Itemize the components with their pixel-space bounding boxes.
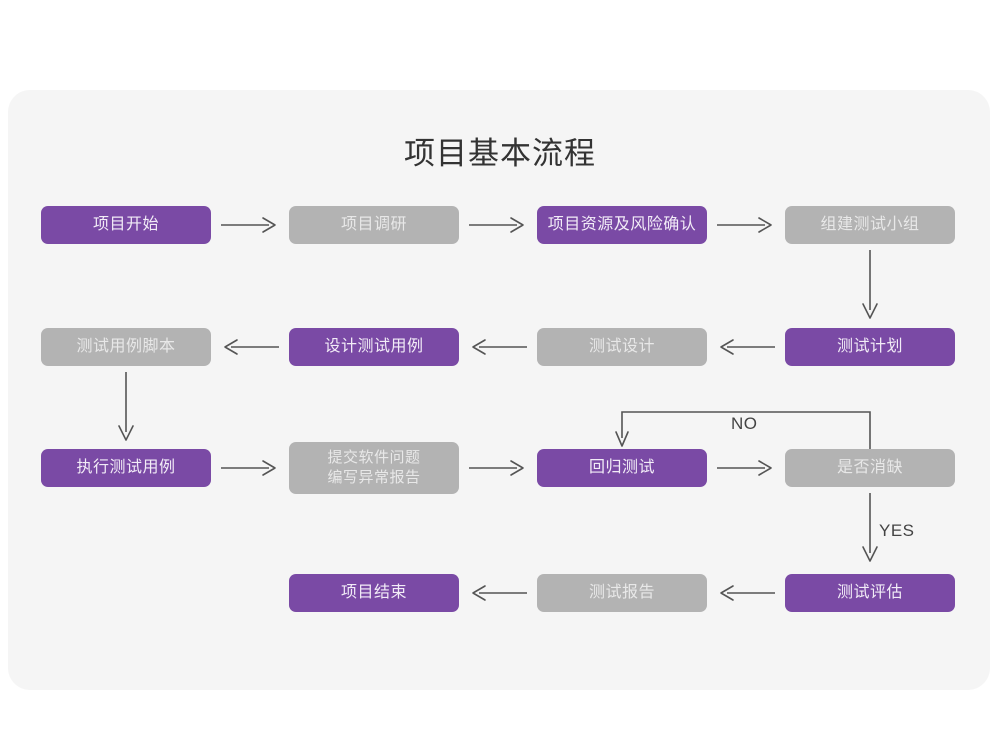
arrow-down-yes xyxy=(860,491,880,569)
arrow-left-5 xyxy=(715,583,777,603)
page-title: 项目基本流程 xyxy=(404,136,596,171)
node-project-end[interactable]: 项目结束 xyxy=(289,574,459,612)
arrow-right-2 xyxy=(467,215,529,235)
arrow-down-script-to-execute xyxy=(116,370,136,448)
node-test-design[interactable]: 测试设计 xyxy=(537,328,707,366)
node-regression-test[interactable]: 回归测试 xyxy=(537,449,707,487)
arrow-right-6 xyxy=(715,458,777,478)
node-test-case-script[interactable]: 测试用例脚本 xyxy=(41,328,211,366)
arrow-left-4 xyxy=(467,583,529,603)
node-design-test-case[interactable]: 设计测试用例 xyxy=(289,328,459,366)
arrow-left-3 xyxy=(715,337,777,357)
node-project-start[interactable]: 项目开始 xyxy=(41,206,211,244)
arrow-right-5 xyxy=(467,458,529,478)
arrow-left-2 xyxy=(467,337,529,357)
arrow-right-3 xyxy=(715,215,777,235)
node-build-test-team[interactable]: 组建测试小组 xyxy=(785,206,955,244)
edge-label-yes: YES xyxy=(879,521,915,540)
node-resource-risk-confirm[interactable]: 项目资源及风险确认 xyxy=(537,206,707,244)
node-test-report[interactable]: 测试报告 xyxy=(537,574,707,612)
node-defect-resolved[interactable]: 是否消缺 xyxy=(785,449,955,487)
node-execute-test-case[interactable]: 执行测试用例 xyxy=(41,449,211,487)
node-test-plan[interactable]: 测试计划 xyxy=(785,328,955,366)
node-project-research[interactable]: 项目调研 xyxy=(289,206,459,244)
node-test-evaluation[interactable]: 测试评估 xyxy=(785,574,955,612)
arrow-down-team-to-plan xyxy=(860,248,880,326)
edge-label-no: NO xyxy=(731,414,758,433)
loop-no-path xyxy=(615,404,875,454)
arrow-left-1 xyxy=(219,337,281,357)
arrow-right-4 xyxy=(219,458,281,478)
node-submit-issue-report[interactable]: 提交软件问题 编写异常报告 xyxy=(289,442,459,494)
arrow-right-1 xyxy=(219,215,281,235)
